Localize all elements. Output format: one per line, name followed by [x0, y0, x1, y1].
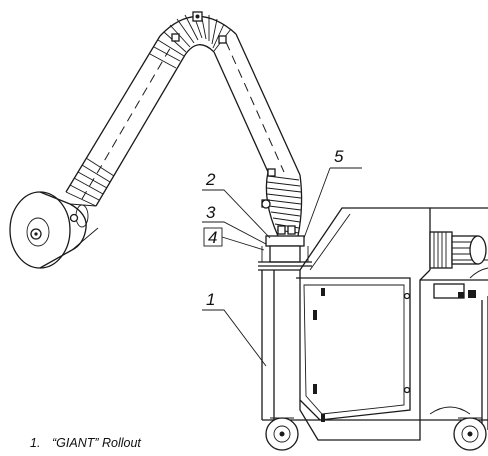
- lower-arm-hose-ribs: [65, 39, 185, 207]
- right-wheel: [453, 417, 487, 451]
- mobile-unit: [258, 207, 488, 441]
- callout-5: 5: [303, 147, 362, 239]
- extraction-arm: [65, 11, 312, 267]
- vertical-hose: [261, 168, 303, 237]
- callout-4: 4: [203, 227, 265, 251]
- caption: 1. “GIANT” Rollout: [30, 436, 141, 450]
- caption-number: 1.: [30, 436, 41, 450]
- callout-1: 1: [202, 290, 267, 367]
- castor-wheels: [265, 417, 487, 451]
- callout-2: 2: [202, 170, 271, 239]
- callout-number-4: 4: [208, 228, 217, 247]
- top-elbow-joint: [159, 11, 237, 56]
- callout-number-5: 5: [334, 147, 344, 166]
- extraction-hood: [9, 191, 99, 269]
- callout-3: 3: [202, 203, 267, 245]
- callout-number-1: 1: [206, 290, 215, 309]
- arm-swivel-base: [258, 235, 312, 267]
- callout-number-3: 3: [206, 203, 216, 222]
- caption-text: “GIANT” Rollout: [52, 436, 141, 450]
- callout-number-2: 2: [205, 170, 216, 189]
- control-box: [433, 267, 488, 299]
- cabinet-hinges: [313, 288, 411, 422]
- left-wheel: [265, 417, 299, 451]
- fan-motor: [429, 231, 487, 269]
